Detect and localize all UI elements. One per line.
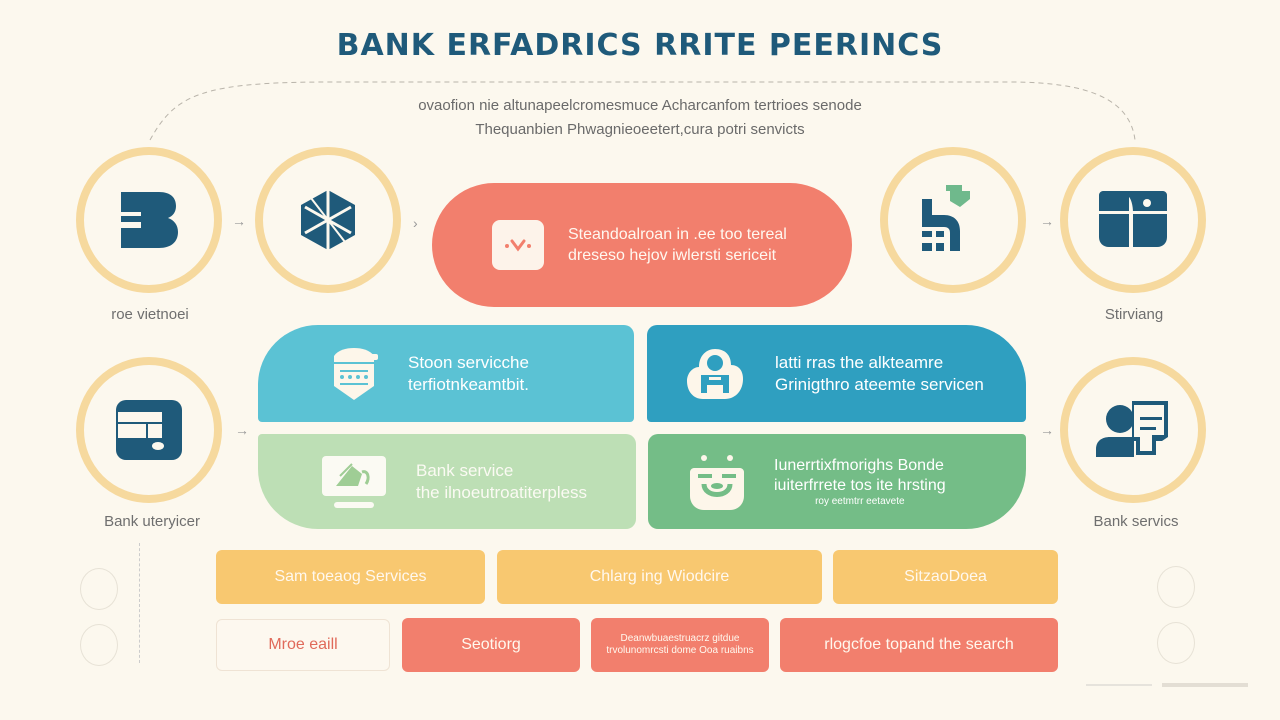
node-card[interactable]	[1060, 147, 1206, 293]
tile-button[interactable]: SitzaoDoea	[833, 550, 1058, 604]
shield-calendar-icon	[330, 347, 378, 400]
node-wallet[interactable]	[76, 357, 222, 503]
card-line-1: Stoon servicche	[408, 352, 529, 372]
tile-button[interactable]: rlogcfoe topand the search	[780, 618, 1058, 672]
smile-basket-icon	[690, 454, 744, 510]
subtitle-line-2: Thequanbien Phwagnieoeetert,cura potri s…	[475, 121, 805, 138]
decorative-line	[1162, 683, 1248, 687]
hexagon-network-icon	[301, 190, 355, 250]
subtitle-line-1: ovaofion nie altunapeelcromesmuce Acharc…	[418, 97, 862, 114]
monitor-chart-icon	[322, 455, 386, 508]
card-text: latti rras the alkteamre Grinigthro atee…	[775, 352, 984, 396]
card-line-2: the ilnoeutroatiterpless	[416, 482, 588, 502]
user-document-icon	[1096, 401, 1168, 457]
page-title: BANK ERFADRICS RRITE PEERINCS	[336, 28, 944, 63]
card-line-1: latti rras the alkteamre	[775, 352, 944, 372]
tile-button[interactable]: Chlarg ing Wiodcire	[497, 550, 822, 604]
highlight-line-1: Steandoalroan in .ee too tereal	[568, 226, 787, 243]
service-card[interactable]: Stoon servicche terfiotnkeamtbit.	[258, 325, 634, 422]
node-bank-logo[interactable]	[76, 147, 222, 293]
node-label: Bank servics	[1093, 513, 1179, 530]
subtitle: ovaofion nie altunapeelcromesmuce Acharc…	[340, 94, 940, 142]
card-line-1: Bank service	[416, 460, 514, 480]
tile-button[interactable]: Mroe eaill	[216, 619, 390, 671]
arrow-right-icon: ›	[413, 215, 418, 231]
cloud-user-icon	[685, 347, 745, 401]
tile-button[interactable]: Seotiorg	[402, 618, 580, 672]
card-line-2: Grinigthro ateemte servicen	[775, 374, 984, 394]
node-label: Bank uteryicer	[104, 513, 200, 530]
service-card[interactable]: latti rras the alkteamre Grinigthro atee…	[647, 325, 1026, 422]
tile-button[interactable]: Deanwbuaestruacrz gitdue trvolunomrcsti …	[591, 618, 769, 672]
card-text: Bank service the ilnoeutroatiterpless	[416, 460, 587, 504]
card-line-2: terfiotnkeamtbit.	[408, 374, 529, 394]
node-label: Stirviang	[1104, 306, 1164, 323]
arrow-right-icon: →	[235, 422, 249, 438]
bank-b-logo-icon	[121, 192, 178, 248]
card-payment-icon	[1099, 191, 1167, 247]
card-line-3: roy eetmtrr eetavete	[815, 495, 905, 507]
decorative-circle	[80, 624, 118, 666]
service-card[interactable]: Iunerrtixfmorighs Bonde iuiterfrrete tos…	[648, 434, 1026, 529]
node-network[interactable]	[255, 147, 401, 293]
card-text: Stoon servicche terfiotnkeamtbit.	[408, 352, 529, 396]
card-line-1: Iunerrtixfmorighs Bonde	[774, 456, 944, 474]
arrow-right-icon: →	[1040, 422, 1054, 438]
node-user-document[interactable]	[1060, 357, 1206, 503]
arrow-right-icon: →	[1040, 213, 1054, 229]
card-line-2: iuiterfrrete tos ite hrsting	[774, 476, 946, 494]
service-card[interactable]: Bank service the ilnoeutroatiterpless	[258, 434, 636, 529]
building-flag-icon	[922, 185, 970, 251]
decorative-line	[1086, 684, 1152, 686]
decorative-circle	[1157, 566, 1195, 608]
highlight-text: Steandoalroan in .ee too tereal dreseso …	[568, 224, 787, 266]
decorative-circle	[80, 568, 118, 610]
highlight-service-pill[interactable]: Steandoalroan in .ee too tereal dreseso …	[432, 183, 852, 307]
arrow-right-icon: →	[232, 213, 246, 229]
decorative-circle	[1157, 622, 1195, 664]
card-text: Iunerrtixfmorighs Bonde iuiterfrrete tos…	[774, 456, 946, 508]
node-building[interactable]	[880, 147, 1026, 293]
node-label: roe vietnoei	[111, 306, 189, 323]
decorative-dashed-line	[139, 543, 140, 663]
tile-button[interactable]: Sam toeaog Services	[216, 550, 485, 604]
highlight-line-2: dreseso hejov iwlersti sericeit	[568, 247, 777, 264]
wave-chart-icon	[492, 220, 544, 270]
wallet-icon	[116, 400, 182, 460]
